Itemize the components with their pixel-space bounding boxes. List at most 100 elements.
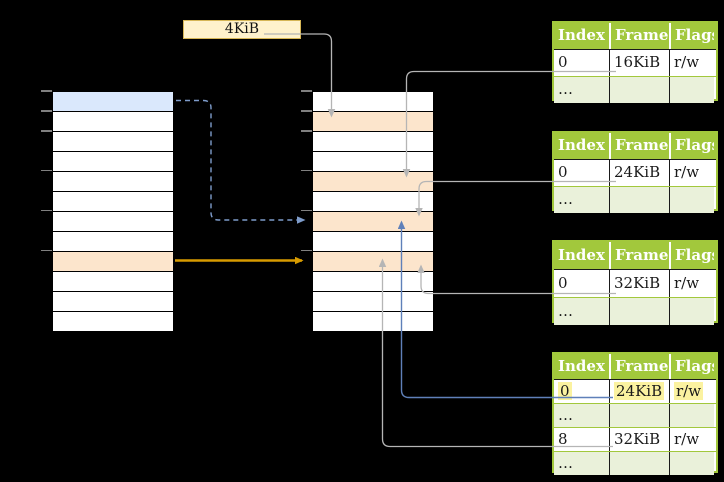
- address-tick-mark: [301, 110, 312, 112]
- page-table-level4-row-1-cell-2: [669, 404, 714, 427]
- page-table-level4-row-0: 0 24KiB r/w: [554, 379, 716, 403]
- page-table-16kib: IndexFrameFlags016KiBr/w…: [552, 21, 718, 103]
- virtual-memory-column: [52, 91, 174, 332]
- page-table-16kib-row-0-cell-0: 0: [554, 50, 609, 76]
- page-table-16kib-header-frame: Frame: [609, 23, 669, 49]
- page-table-24kib-header-index: Index: [558, 136, 605, 154]
- physical-memory-column-row-4: [313, 172, 433, 192]
- physical-memory-column-row-11: [313, 312, 433, 331]
- page-table-24kib-row-1-cell-0: …: [554, 187, 609, 213]
- physical-memory-column-row-10: [313, 292, 433, 312]
- address-tick-mark: [41, 130, 52, 132]
- address-tick-mark: [301, 90, 312, 92]
- virtual-memory-column-row-7: [53, 232, 173, 252]
- virtual-memory-column-row-1: [53, 112, 173, 132]
- address-tick-mark: [41, 90, 52, 92]
- physical-memory-column: [312, 91, 434, 332]
- address-tick-mark: [41, 110, 52, 112]
- virtual-memory-column-row-0: [53, 92, 173, 112]
- page-table-level4-row-2-cell-1: 32KiB: [609, 428, 669, 451]
- page-table-level4-row-1-cell-0: …: [554, 404, 609, 427]
- virtual-memory-column-row-6: [53, 212, 173, 232]
- highlighted-value: 24KiB: [614, 382, 665, 400]
- page-table-24kib: IndexFrameFlags024KiBr/w…: [552, 131, 718, 213]
- physical-memory-column-row-9: [313, 272, 433, 292]
- page-table-24kib-row-1-cell-1: [609, 187, 669, 213]
- address-tick-mark: [41, 209, 52, 212]
- address-tick-mark: [301, 249, 312, 252]
- page-table-32kib-header-flags: Flags: [669, 242, 714, 269]
- page-table-32kib-row-1-cell-1: [609, 298, 669, 325]
- physical-memory-column-row-5: [313, 192, 433, 212]
- page-table-32kib-row-0-cell-0: 0: [554, 270, 609, 297]
- page-table-32kib-header-index: Index: [558, 246, 605, 264]
- page-table-16kib-header: IndexFrameFlags: [554, 23, 716, 49]
- page-table-level4-row-3-cell-2: [669, 452, 714, 475]
- address-tick-mark: [301, 209, 312, 212]
- physical-memory-column-row-2: [313, 132, 433, 152]
- highlighted-value: r/w: [674, 382, 704, 400]
- address-tick-mark: [41, 169, 52, 172]
- page-table-level4-header-index: Index: [558, 357, 605, 375]
- virtual-memory-column-row-8: [53, 252, 173, 272]
- page-table-24kib-row-1-cell-2: [669, 187, 714, 213]
- page-table-level4-header-flags: Flags: [669, 354, 714, 379]
- page-table-level4-row-3-cell-1: [609, 452, 669, 475]
- physical-memory-column-row-7: [313, 232, 433, 252]
- page-table-32kib-row-1: …: [554, 297, 716, 325]
- page-table-24kib-header-flags: Flags: [669, 133, 714, 159]
- page-table-16kib-row-1-cell-0: …: [554, 77, 609, 103]
- address-tick-mark: [41, 249, 52, 252]
- page-table-32kib-row-0-cell-2: r/w: [669, 270, 714, 297]
- page-table-level4-row-2-cell-0: 8: [554, 428, 609, 451]
- physical-memory-column-row-8: [313, 252, 433, 272]
- page-table-24kib-row-0-cell-1: 24KiB: [609, 160, 669, 186]
- page-table-16kib-row-0-cell-2: r/w: [669, 50, 714, 76]
- page-table-32kib-row-0-cell-1: 32KiB: [609, 270, 669, 297]
- page-table-level4-row-1-cell-1: [609, 404, 669, 427]
- physical-memory-column-row-3: [313, 152, 433, 172]
- page-table-16kib-row-1: …: [554, 76, 716, 103]
- virtual-memory-column-row-2: [53, 132, 173, 152]
- page-table-level4-row-0-cell-1: 24KiB: [609, 380, 669, 403]
- page-table-24kib-row-1: …: [554, 186, 716, 213]
- page-table-32kib-row-1-cell-0: …: [554, 298, 609, 325]
- page-table-level4-row-1: …: [554, 403, 716, 427]
- page-table-32kib-header-frame: Frame: [609, 242, 669, 269]
- page-table-level4-row-0-cell-2: r/w: [669, 380, 714, 403]
- page-table-level4-row-2-cell-2: r/w: [669, 428, 714, 451]
- virtual-memory-column-row-3: [53, 152, 173, 172]
- page-table-24kib-header: IndexFrameFlags: [554, 133, 716, 159]
- page-table-32kib-header: IndexFrameFlags: [554, 242, 716, 269]
- page-table-level4: IndexFrameFlags024KiBr/w…832KiBr/w…: [552, 352, 718, 475]
- physical-memory-column-row-1: [313, 112, 433, 132]
- page-table-level4-header: IndexFrameFlags: [554, 354, 716, 379]
- highlighted-value: 0: [558, 382, 572, 400]
- address-tick-mark: [301, 169, 312, 172]
- virtual-memory-column-row-9: [53, 272, 173, 292]
- page-table-24kib-row-0-cell-2: r/w: [669, 160, 714, 186]
- page-table-16kib-row-1-cell-1: [609, 77, 669, 103]
- virtual-memory-column-row-4: [53, 172, 173, 192]
- page-table-32kib-row-1-cell-2: [669, 298, 714, 325]
- page-table-24kib-row-0-cell-0: 0: [554, 160, 609, 186]
- page-table-16kib-header-flags: Flags: [669, 23, 714, 49]
- physical-memory-column-row-0: [313, 92, 433, 112]
- page-table-16kib-row-1-cell-2: [669, 77, 714, 103]
- virtual-page0-to-frame-24kib: [176, 99, 306, 224]
- page-table-16kib-header-index: Index: [558, 26, 605, 44]
- page-table-16kib-row-0-cell-1: 16KiB: [609, 50, 669, 76]
- address-tick-mark: [301, 130, 312, 132]
- page-table-24kib-header-frame: Frame: [609, 133, 669, 159]
- page-table-level4-row-3: …: [554, 451, 716, 475]
- page-table-level4-row-0-cell-0: 0: [554, 380, 609, 403]
- page-table-level4-row-3-cell-0: …: [554, 452, 609, 475]
- virtual-memory-column-row-11: [53, 312, 173, 331]
- page-table-level4-header-frame: Frame: [609, 354, 669, 379]
- virtual-memory-column-row-10: [53, 292, 173, 312]
